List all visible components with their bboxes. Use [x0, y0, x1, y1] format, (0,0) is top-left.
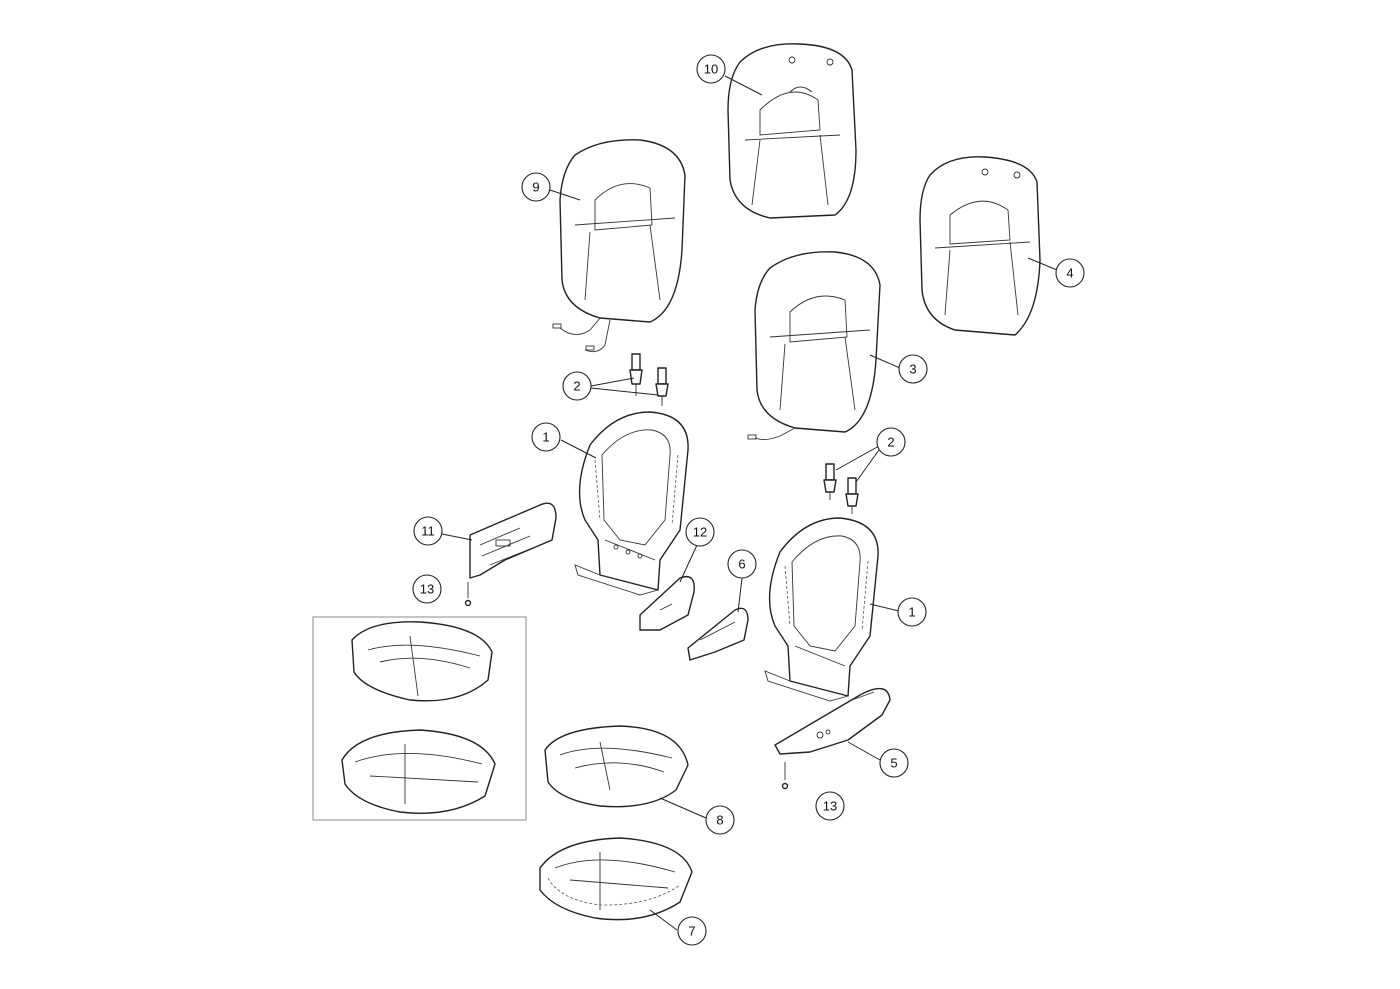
part-10-backrest-cover — [727, 43, 857, 219]
svg-text:5: 5 — [890, 756, 897, 771]
svg-text:11: 11 — [421, 524, 435, 539]
callout-1-right: 1 — [897, 597, 927, 627]
callout-3: 3 — [898, 354, 928, 384]
svg-text:3: 3 — [909, 362, 916, 377]
svg-text:2: 2 — [887, 435, 894, 450]
part-1-frame-left — [574, 411, 689, 596]
part-4-backrest — [919, 156, 1041, 336]
svg-text:7: 7 — [688, 924, 695, 939]
svg-text:8: 8 — [716, 813, 723, 828]
svg-text:13: 13 — [823, 799, 837, 814]
part-2-pins-right — [823, 463, 859, 514]
callout-13-left: 13 — [412, 574, 442, 604]
part-11-side-trim — [469, 502, 557, 579]
part-7-seat-frame — [539, 837, 693, 921]
part-9-backrest-cover — [552, 139, 686, 353]
part-8-cushion-cover — [544, 725, 689, 808]
callout-7: 7 — [677, 916, 707, 946]
inset-alternative-cushion — [312, 616, 527, 821]
callout-2-left: 2 — [562, 371, 592, 401]
svg-text:1: 1 — [908, 605, 915, 620]
callout-11: 11 — [413, 516, 443, 546]
callout-2-right: 2 — [876, 427, 906, 457]
svg-text:10: 10 — [704, 62, 718, 77]
part-1-frame-right — [764, 517, 879, 702]
svg-text:9: 9 — [532, 180, 539, 195]
callout-8: 8 — [705, 805, 735, 835]
callout-10: 10 — [696, 54, 726, 84]
callout-12: 12 — [685, 517, 715, 547]
svg-text:13: 13 — [420, 582, 434, 597]
callout-1-left: 1 — [531, 422, 561, 452]
svg-text:12: 12 — [693, 525, 707, 540]
svg-text:1: 1 — [542, 430, 549, 445]
callout-4: 4 — [1055, 258, 1085, 288]
svg-text:2: 2 — [573, 379, 580, 394]
callout-6: 6 — [727, 549, 757, 579]
part-6-trim — [687, 607, 749, 661]
svg-text:6: 6 — [738, 557, 745, 572]
callout-5: 5 — [879, 748, 909, 778]
callout-13-right: 13 — [815, 791, 845, 821]
svg-text:4: 4 — [1066, 266, 1073, 281]
part-13-fasteners — [464, 582, 789, 790]
leader-lines — [441, 75, 1058, 931]
callout-9: 9 — [521, 172, 551, 202]
part-2-pins-left — [629, 353, 669, 406]
part-3-backrest-cover — [747, 251, 881, 441]
part-5-side-shield — [774, 687, 891, 755]
